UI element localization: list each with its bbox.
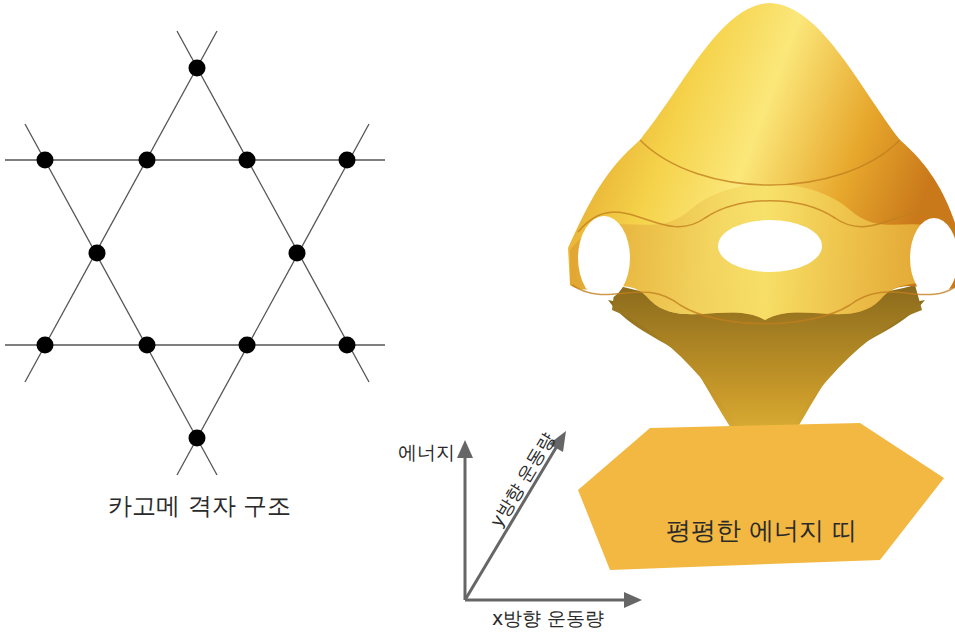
lattice-caption: 카고메 격자 구조 (108, 492, 291, 521)
axis-label: 에너지 (398, 441, 455, 464)
band-surface (568, 3, 955, 470)
flat-band-hexagon: 평평한 에너지 띠 (575, 420, 947, 572)
lattice-sites (37, 60, 356, 447)
hexagon-shape (575, 420, 947, 572)
band-label: 평평한 에너지 띠 (666, 514, 857, 547)
lattice-lines (5, 31, 385, 475)
axis-label: x방향 운동량 (492, 607, 604, 630)
axis-label: y방향 운동량 (486, 429, 559, 531)
